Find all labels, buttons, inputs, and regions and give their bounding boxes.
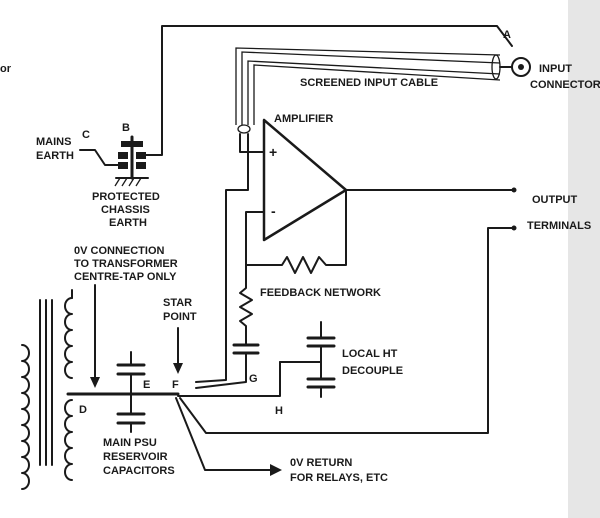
label-point-b: B xyxy=(122,122,130,134)
label-protected-2: CHASSIS xyxy=(101,204,150,216)
label-point-e: E xyxy=(143,379,150,391)
earth-hatch-2 xyxy=(121,177,128,187)
page-edge-fragment: or xyxy=(0,63,12,75)
label-mains-2: EARTH xyxy=(36,150,74,162)
label-mains-1: MAINS xyxy=(36,136,71,148)
label-screened-cable: SCREENED INPUT CABLE xyxy=(300,77,438,89)
transformer-primary xyxy=(21,344,30,490)
cable-screen-line-1 xyxy=(235,47,501,125)
gain-cap-to-star-wire xyxy=(195,352,247,389)
output-terminal-dot xyxy=(511,187,517,193)
label-minus: - xyxy=(271,203,276,219)
bolt-nut-left-2 xyxy=(118,162,128,169)
cable-screen-ring xyxy=(237,124,251,134)
transformer-secondary-lower xyxy=(64,399,73,481)
cable-end-ring xyxy=(491,54,501,80)
chassis-to-connector-wire xyxy=(145,25,513,156)
label-local-ht-1: LOCAL HT xyxy=(342,348,398,360)
label-terminals: TERMINALS xyxy=(527,220,591,232)
star-point-pointer-arrowhead xyxy=(173,363,183,374)
label-star-2: POINT xyxy=(163,311,197,323)
transformer-secondary-upper xyxy=(64,297,73,379)
bolt-nut-right-1 xyxy=(136,152,146,159)
zero-v-return-wire xyxy=(175,397,273,471)
label-zero-v-1: 0V CONNECTION xyxy=(74,245,165,257)
label-output: OUTPUT xyxy=(532,194,578,206)
label-point-f: F xyxy=(172,379,179,391)
label-protected-3: EARTH xyxy=(109,217,147,229)
input-connector-pin xyxy=(518,64,524,70)
amplifier-triangle xyxy=(262,118,348,242)
cable-screen-line-2 xyxy=(241,51,501,125)
gain-resistor xyxy=(239,264,253,346)
label-main-psu-1: MAIN PSU xyxy=(103,437,157,449)
zero-v-pointer-arrowhead xyxy=(90,377,100,388)
cable-screen-line-4 xyxy=(253,64,501,125)
label-main-psu-2: RESERVOIR xyxy=(103,451,168,463)
label-zero-v-3: CENTRE-TAP ONLY xyxy=(74,271,177,283)
label-point-a: A xyxy=(503,29,511,41)
cable-screen-line-3 xyxy=(247,60,501,125)
label-input-2: CONNECTOR xyxy=(530,79,600,91)
terminal-return-wire xyxy=(179,227,515,434)
label-zero-v-return-1: 0V RETURN xyxy=(290,457,352,469)
label-point-d: D xyxy=(79,404,87,416)
label-protected-1: PROTECTED xyxy=(92,191,160,203)
bolt-washer-1 xyxy=(121,141,143,147)
label-feedback: FEEDBACK NETWORK xyxy=(260,287,381,299)
earth-hatch-3 xyxy=(128,177,135,187)
feedback-resistor xyxy=(245,189,347,274)
label-main-psu-3: CAPACITORS xyxy=(103,465,175,477)
terminal-return-dot xyxy=(511,225,517,231)
minus-input-wire xyxy=(245,211,265,266)
label-input-1: INPUT xyxy=(539,63,572,75)
signal-to-plus-wire xyxy=(239,133,265,153)
label-point-h: H xyxy=(275,405,283,417)
label-zero-v-2: TO TRANSFORMER xyxy=(74,258,178,270)
mains-earth-wire xyxy=(79,149,119,166)
label-point-c: C xyxy=(82,129,90,141)
earth-hatch-1 xyxy=(114,177,121,187)
label-plus: + xyxy=(269,144,277,160)
earth-hatch-4 xyxy=(135,177,142,187)
h-to-star-wire xyxy=(177,361,281,397)
label-local-ht-2: DECOUPLE xyxy=(342,365,403,377)
zero-v-return-arrowhead xyxy=(270,464,282,476)
screen-ground-wire xyxy=(195,133,249,383)
bolt-nut-left-1 xyxy=(118,152,128,159)
label-star-1: STAR xyxy=(163,297,192,309)
label-zero-v-return-2: FOR RELAYS, ETC xyxy=(290,472,388,484)
page-edge-shade xyxy=(568,0,600,518)
bolt-nut-right-2 xyxy=(136,162,146,169)
label-amplifier: AMPLIFIER xyxy=(274,113,333,125)
label-point-g: G xyxy=(249,373,258,385)
